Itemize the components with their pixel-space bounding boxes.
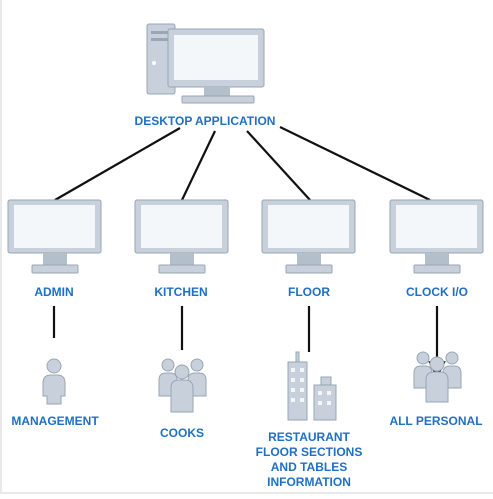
frame-bottom-edge bbox=[0, 492, 493, 494]
module-label-floor: FLOOR bbox=[288, 285, 330, 299]
root-label: DESKTOP APPLICATION bbox=[134, 114, 276, 128]
connector-root-kitchen bbox=[181, 130, 216, 201]
user-label-all-personal: ALL PERSONAL bbox=[389, 414, 483, 428]
module-label-admin: ADMIN bbox=[34, 285, 74, 299]
user-label-management: MANAGEMENT bbox=[11, 414, 99, 428]
building-windows bbox=[291, 368, 331, 405]
buildings-icon bbox=[287, 351, 337, 421]
user-label-cooks: COOKS bbox=[159, 426, 204, 440]
monitor-kitchen bbox=[134, 199, 229, 274]
connectors bbox=[52, 126, 446, 379]
group-icon-cooks bbox=[158, 358, 207, 413]
connector-root-floor bbox=[246, 130, 311, 201]
module-label-kitchen: KITCHEN bbox=[154, 285, 208, 299]
connector-root-admin bbox=[54, 127, 181, 201]
person-icon bbox=[42, 358, 66, 405]
monitor-clock bbox=[389, 199, 484, 274]
module-label-clock: CLOCK I/O bbox=[406, 285, 468, 299]
desktop-computer-icon bbox=[146, 23, 265, 104]
monitor-admin bbox=[7, 199, 102, 274]
frame-left-edge bbox=[0, 0, 2, 494]
connector-root-clock bbox=[279, 126, 431, 201]
monitor-floor bbox=[261, 199, 356, 274]
user-label-floor-info: RESTAURANT FLOOR SECTIONS AND TABLES INF… bbox=[255, 430, 363, 489]
group-icon-all-personal bbox=[413, 351, 462, 403]
